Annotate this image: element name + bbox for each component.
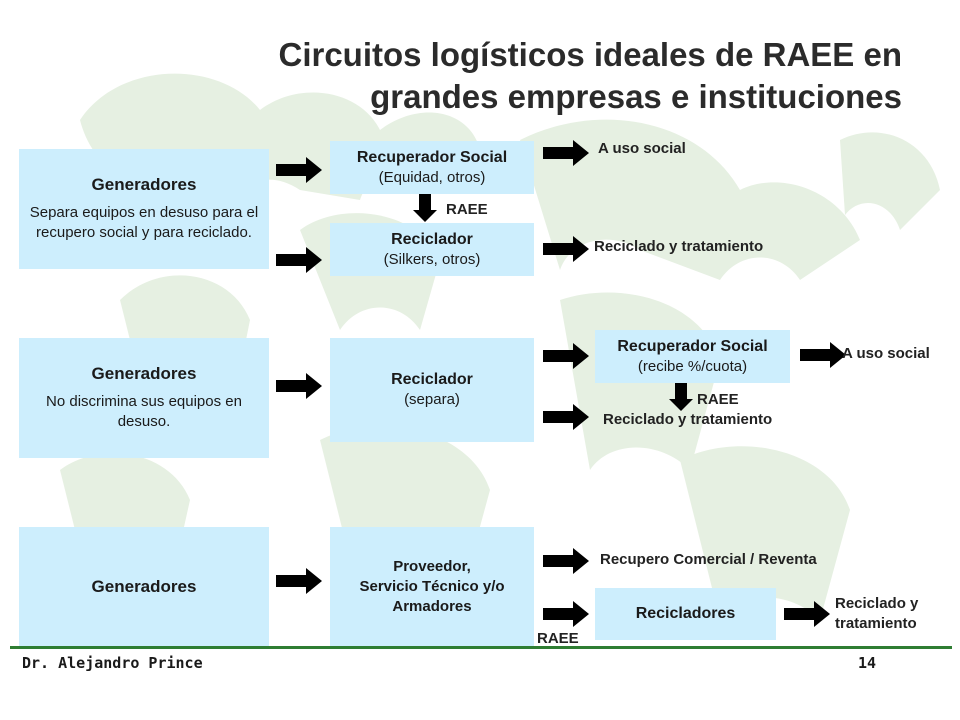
- arrow-right-icon: [543, 236, 589, 262]
- page-title: Circuitos logísticos ideales de RAEE en …: [150, 34, 902, 118]
- reciclador-box-1: Reciclador (Silkers, otros): [330, 223, 534, 276]
- recuperador-1-head: Recuperador Social: [356, 148, 508, 166]
- output-uso-social-2: A uso social: [842, 345, 930, 362]
- output-recupero-comercial: Recupero Comercial / Reventa: [600, 551, 817, 568]
- recuperador-1-sub: (Equidad, otros): [378, 168, 486, 186]
- arrow-right-icon: [800, 342, 846, 368]
- reciclador-1-sub: (Silkers, otros): [383, 250, 481, 268]
- proveedor-line-3: Armadores: [392, 598, 472, 615]
- arrow-right-icon: [784, 601, 830, 627]
- generator-box-1: Generadores Separa equipos en desuso par…: [19, 149, 269, 269]
- arrow-down-icon: [669, 383, 693, 411]
- output-reciclado-3-line-1: Reciclado y: [835, 595, 919, 612]
- reciclador-1-head: Reciclador: [391, 230, 473, 248]
- raee-label-3: RAEE: [537, 630, 579, 647]
- generator-1-body: Separa equipos en desuso para el recuper…: [29, 204, 259, 241]
- recicladores-label: Recicladores: [635, 605, 736, 622]
- title-line-2: grandes empresas e instituciones: [370, 78, 902, 115]
- arrow-right-icon: [276, 157, 322, 183]
- proveedor-box: Proveedor, Servicio Técnico y/o Armadore…: [330, 527, 534, 647]
- generator-2-head: Generadores: [91, 364, 197, 383]
- footer-page-number: 14: [858, 654, 877, 672]
- recuperador-2-head: Recuperador Social: [617, 337, 768, 355]
- generator-box-2: Generadores No discrimina sus equipos en…: [19, 338, 269, 458]
- arrow-right-icon: [543, 601, 589, 627]
- reciclador-box-2: Reciclador (separa): [330, 338, 534, 442]
- output-reciclado-2: Reciclado y tratamiento: [603, 411, 773, 428]
- output-reciclado-3: Reciclado y tratamiento: [835, 594, 918, 634]
- reciclador-2-head: Reciclador: [391, 371, 473, 388]
- arrow-right-icon: [276, 247, 322, 273]
- arrow-right-icon: [276, 568, 322, 594]
- generator-1-head: Generadores: [91, 175, 197, 194]
- output-reciclado-1: Reciclado y tratamiento: [594, 238, 764, 255]
- arrow-right-icon: [543, 343, 589, 369]
- footer-rule: [10, 646, 952, 649]
- raee-label-2: RAEE: [697, 391, 739, 408]
- output-reciclado-3-line-2: tratamiento: [835, 615, 917, 632]
- generator-2-body: No discrimina sus equipos en desuso.: [46, 393, 242, 430]
- arrow-right-icon: [543, 404, 589, 430]
- title-line-1: Circuitos logísticos ideales de RAEE en: [278, 36, 902, 73]
- footer-author: Dr. Alejandro Prince: [22, 654, 203, 672]
- arrow-down-icon: [413, 194, 437, 222]
- recuperador-social-box-2: Recuperador Social (recibe %/cuota): [595, 330, 790, 383]
- recicladores-box: Recicladores: [595, 588, 776, 640]
- proveedor-line-1: Proveedor,: [393, 558, 471, 575]
- recuperador-2-sub: (recibe %/cuota): [637, 357, 748, 375]
- proveedor-line-2: Servicio Técnico y/o: [359, 578, 505, 595]
- generator-3-head: Generadores: [91, 577, 197, 596]
- arrow-right-icon: [543, 140, 589, 166]
- output-uso-social-1: A uso social: [598, 140, 686, 157]
- arrow-right-icon: [543, 548, 589, 574]
- recuperador-social-box-1: Recuperador Social (Equidad, otros): [330, 141, 534, 194]
- raee-label-1: RAEE: [446, 201, 488, 218]
- generator-box-3: Generadores: [19, 527, 269, 647]
- reciclador-2-sub: (separa): [404, 391, 460, 408]
- arrow-right-icon: [276, 373, 322, 399]
